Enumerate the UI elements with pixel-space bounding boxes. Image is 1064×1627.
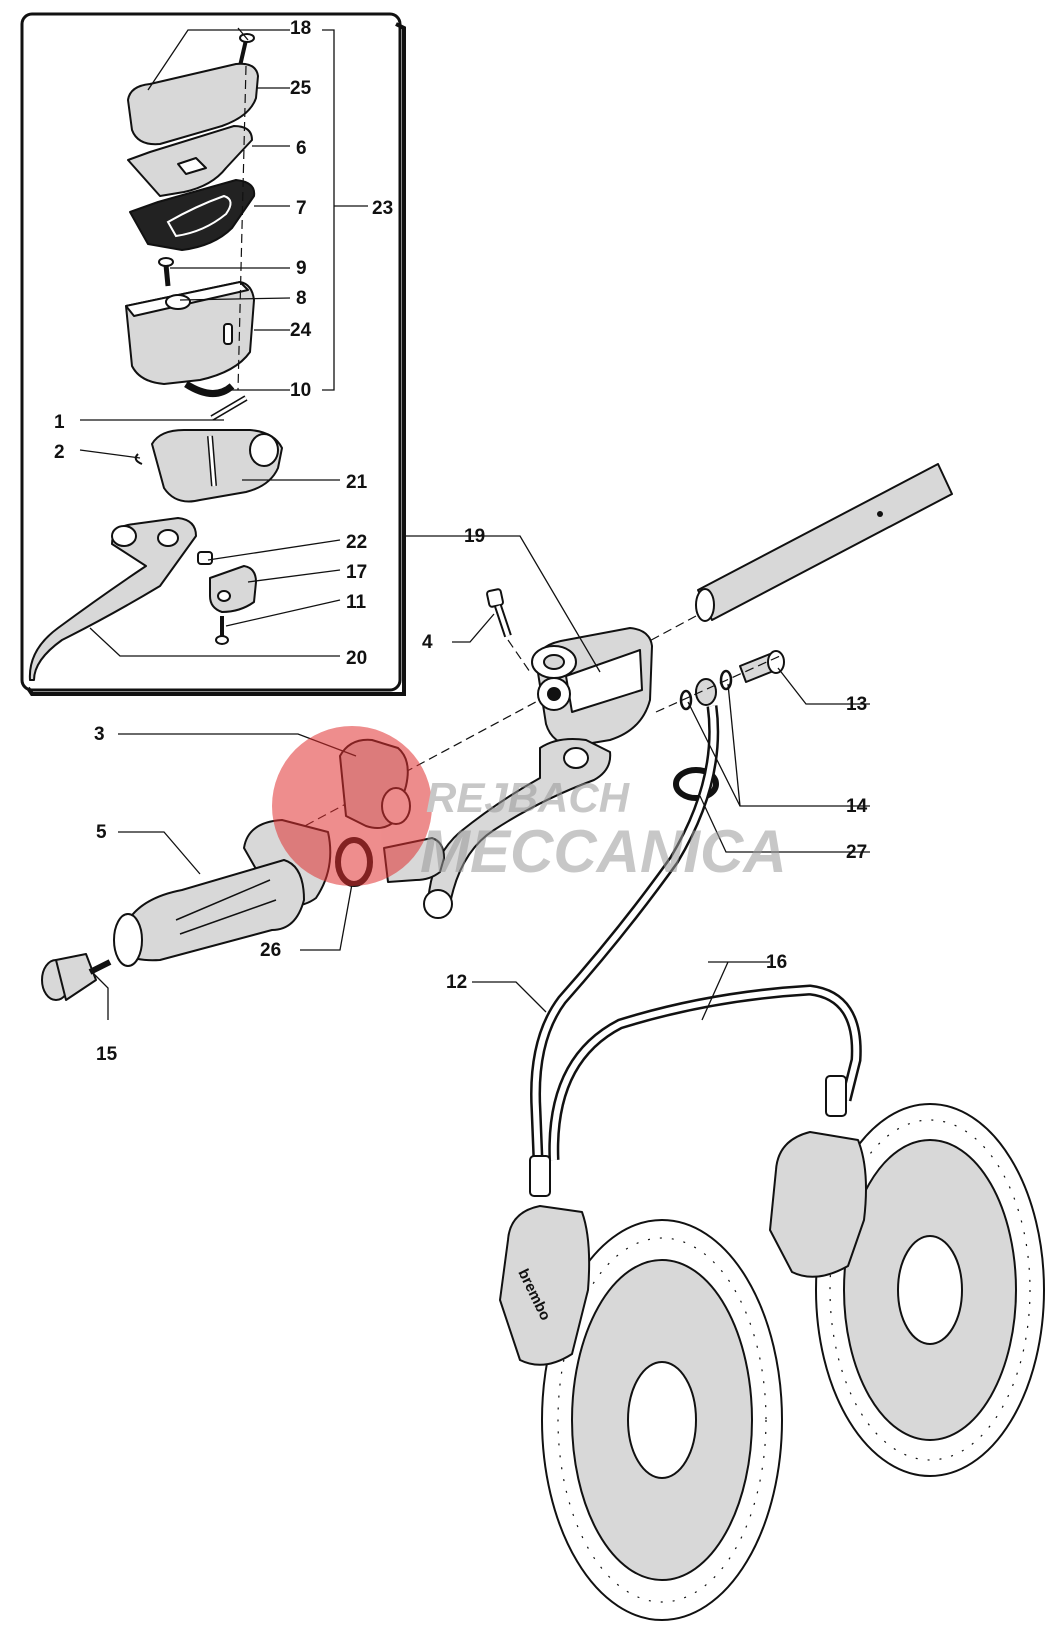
callout-20: 20 bbox=[346, 648, 367, 669]
callout-26: 26 bbox=[260, 940, 281, 961]
lever-20 bbox=[28, 517, 197, 681]
reservoir-cap-25 bbox=[127, 62, 259, 146]
front-brake-lever bbox=[427, 738, 612, 913]
screw-9 bbox=[158, 257, 174, 287]
callout-6: 6 bbox=[296, 138, 307, 159]
watermark-circle-icon bbox=[272, 726, 432, 886]
callout-17: 17 bbox=[346, 562, 367, 583]
brake-disc-left bbox=[541, 1219, 783, 1621]
callout-11: 11 bbox=[346, 592, 367, 613]
washer-14a bbox=[679, 689, 693, 711]
caliper-left: brembo bbox=[499, 1155, 591, 1366]
banjo-fitting bbox=[695, 678, 717, 706]
gasket-7 bbox=[129, 179, 256, 251]
callout-1: 1 bbox=[54, 412, 65, 433]
washer-14b bbox=[719, 669, 733, 691]
handlebar-tube bbox=[695, 463, 953, 622]
callout-10: 10 bbox=[290, 380, 311, 401]
caliper-right bbox=[769, 1075, 867, 1278]
watermark-logo: REJBACH MECCANICA bbox=[272, 726, 787, 886]
bolt-4 bbox=[486, 588, 512, 638]
clamp-27 bbox=[673, 767, 719, 801]
callout-25: 25 bbox=[290, 78, 312, 99]
pin-1 bbox=[210, 395, 248, 421]
nut-22 bbox=[197, 551, 213, 565]
watermark-line2: MECCANICA bbox=[420, 818, 787, 885]
callout-5: 5 bbox=[96, 822, 107, 843]
callout-2: 2 bbox=[54, 442, 65, 463]
callout-22: 22 bbox=[346, 532, 367, 553]
callout-12: 12 bbox=[446, 972, 467, 993]
callout-labels: 18 25 6 7 23 9 8 24 10 1 2 21 22 17 11 2… bbox=[54, 18, 868, 1065]
bar-end-weight-15 bbox=[41, 953, 112, 1001]
callout-15: 15 bbox=[96, 1044, 118, 1065]
callout-9: 9 bbox=[296, 258, 307, 279]
inset-leaders bbox=[79, 27, 368, 657]
callout-27: 27 bbox=[846, 842, 867, 863]
callout-7: 7 bbox=[296, 198, 307, 219]
brake-disc-right bbox=[815, 1103, 1045, 1477]
clip-2 bbox=[134, 453, 143, 465]
callout-3: 3 bbox=[94, 724, 105, 745]
callout-14: 14 bbox=[846, 796, 868, 817]
callout-21: 21 bbox=[346, 472, 368, 493]
banjo-bolt-13 bbox=[739, 650, 785, 683]
callout-13: 13 bbox=[846, 694, 867, 715]
seal-ring-10 bbox=[184, 381, 235, 397]
watermark-line1: REJBACH bbox=[426, 774, 631, 821]
callout-8: 8 bbox=[296, 288, 307, 309]
throttle-grip-5 bbox=[113, 819, 332, 967]
callout-18: 18 bbox=[290, 18, 311, 39]
callout-16: 16 bbox=[766, 952, 787, 973]
screw-11 bbox=[215, 616, 229, 645]
main-leaders bbox=[93, 535, 870, 1021]
callout-24: 24 bbox=[290, 320, 312, 341]
callout-19: 19 bbox=[464, 526, 485, 547]
callout-4: 4 bbox=[422, 632, 433, 653]
master-cylinder-19 bbox=[531, 627, 653, 747]
callout-23: 23 bbox=[372, 198, 393, 219]
